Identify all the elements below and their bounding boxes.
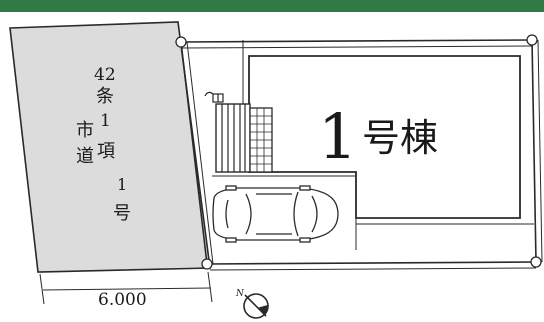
road-label-1a: 1 bbox=[100, 111, 111, 131]
boundary-markers bbox=[175, 34, 542, 270]
corner-marker bbox=[530, 256, 542, 268]
header-band bbox=[0, 0, 544, 12]
staircase bbox=[215, 103, 251, 173]
road-label-kou: 項 bbox=[97, 141, 115, 162]
road-label-1b: 1 bbox=[117, 175, 127, 194]
corner-marker bbox=[175, 36, 187, 48]
building-number: 1 bbox=[318, 100, 357, 173]
road-width-label: 42 bbox=[94, 65, 116, 85]
road-name-do: 道 bbox=[76, 146, 94, 167]
road-width-value: 6.000 bbox=[98, 290, 147, 310]
corner-marker bbox=[526, 34, 538, 46]
road-label-gou: 号 bbox=[113, 203, 131, 224]
north-label: N bbox=[235, 289, 245, 299]
road-name-shi: 市 bbox=[76, 120, 94, 141]
lot-boundary bbox=[180, 39, 543, 271]
corner-marker bbox=[201, 258, 213, 270]
utility-symbol bbox=[204, 91, 224, 103]
road-label-jo: 条 bbox=[96, 86, 114, 107]
tile-grid bbox=[249, 107, 273, 173]
north-arrow-icon bbox=[243, 293, 269, 319]
car-icon bbox=[212, 185, 339, 243]
building-suffix: 号棟 bbox=[362, 116, 438, 160]
road-width-dimension bbox=[39, 271, 213, 305]
